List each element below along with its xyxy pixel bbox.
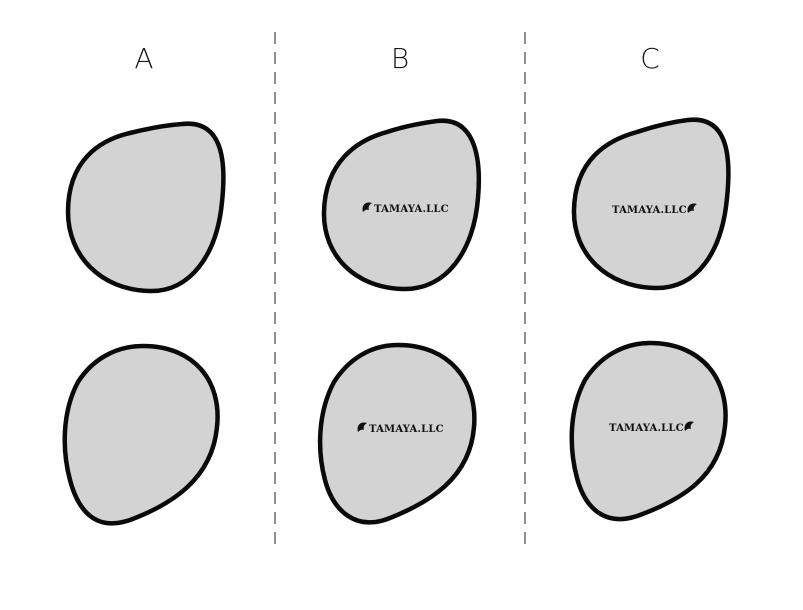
shape-b-top xyxy=(321,118,481,292)
column-label-c: C xyxy=(640,42,660,75)
column-label-b: B xyxy=(391,42,409,75)
bird-icon xyxy=(362,202,372,212)
logo-text: TAMAYA.LLC xyxy=(609,423,684,434)
shape-c-top xyxy=(571,117,731,291)
shape-a-top xyxy=(65,121,226,294)
bird-icon xyxy=(687,203,697,213)
logo-b-top: TAMAYA.LLC xyxy=(362,202,449,215)
logo-b-bottom: TAMAYA.LLC xyxy=(357,422,444,435)
logo-text: TAMAYA.LLC xyxy=(612,205,687,216)
shape-c-bottom xyxy=(569,340,728,522)
logo-c-bottom: TAMAYA.LLC xyxy=(609,421,694,434)
bird-icon xyxy=(684,421,694,431)
logo-text: TAMAYA.LLC xyxy=(374,204,449,215)
logo-c-top: TAMAYA.LLC xyxy=(612,203,697,216)
shape-a-bottom xyxy=(62,343,220,526)
shape-b-bottom xyxy=(317,342,477,525)
logo-text: TAMAYA.LLC xyxy=(369,424,444,435)
bird-icon xyxy=(357,422,367,432)
column-label-a: A xyxy=(134,42,153,75)
